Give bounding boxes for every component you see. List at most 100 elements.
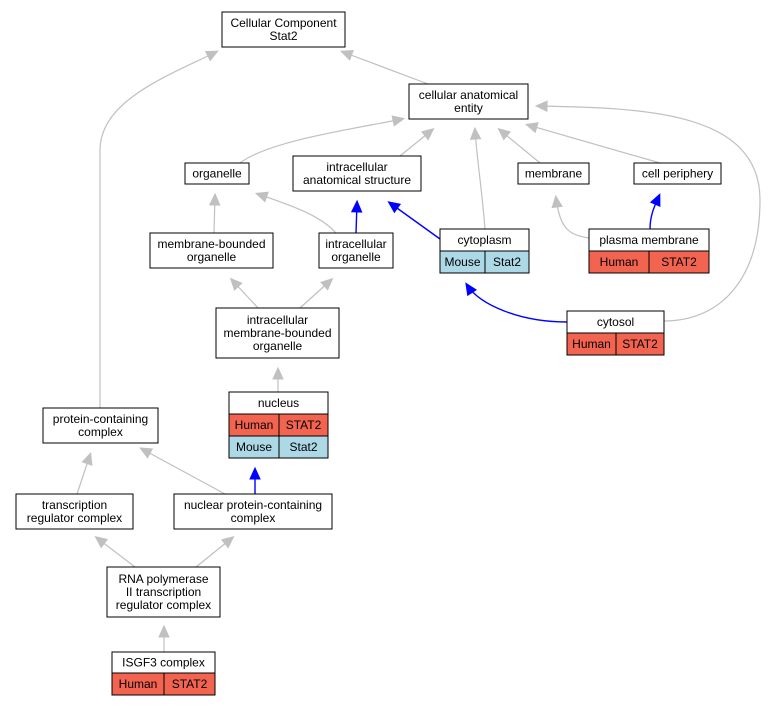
arrowhead-cellular-anatomical-entity bbox=[469, 126, 482, 140]
node-label: complex bbox=[78, 425, 123, 439]
node-label: organelle bbox=[253, 339, 303, 353]
node-label: intracellular bbox=[247, 313, 308, 327]
node-label: membrane-bounded bbox=[223, 326, 331, 340]
arrowhead-intracellular-membrane-bounded-organelle bbox=[272, 366, 284, 380]
edge-cytosol-to-cellular-anatomical-entity bbox=[537, 105, 761, 322]
species-gene: Stat2 bbox=[493, 255, 521, 269]
node-label: membrane bbox=[525, 167, 583, 181]
node-organelle[interactable]: organelle bbox=[184, 162, 250, 185]
node-label: protein-containing bbox=[53, 412, 148, 426]
node-label: organelle bbox=[331, 250, 381, 264]
node-label: cellular anatomical bbox=[419, 88, 518, 102]
node-box bbox=[221, 11, 346, 48]
edge-protein-containing-complex-to-cellular-component bbox=[99, 51, 217, 408]
node-box bbox=[149, 232, 274, 269]
arrowhead-protein-containing-complex bbox=[139, 447, 154, 459]
arrowhead-protein-containing-complex bbox=[81, 451, 93, 466]
node-label: cell periphery bbox=[642, 167, 713, 181]
arrowhead-intracellular-anatomical-structure bbox=[387, 201, 402, 214]
arrowhead-organelle bbox=[254, 191, 269, 203]
edge-cytoplasm-to-cellular-anatomical-entity bbox=[474, 129, 486, 230]
species-organism: Human bbox=[119, 677, 158, 691]
node-box bbox=[15, 493, 134, 530]
arrowhead-cellular-anatomical-entity bbox=[524, 122, 539, 134]
arrowhead-organelle bbox=[208, 192, 221, 206]
node-label: anatomical structure bbox=[303, 173, 411, 187]
edge-cytoplasm-to-intracellular-anatomical-structure bbox=[389, 202, 441, 240]
edge-nuclear-protein-containing-complex-to-protein-containing-complex bbox=[141, 448, 226, 495]
species-gene-cell bbox=[484, 250, 530, 274]
species-gene-cell bbox=[278, 435, 329, 459]
node-label: nuclear protein-containing bbox=[184, 498, 322, 512]
node-box bbox=[633, 162, 722, 185]
arrowhead-membrane-bounded-organelle bbox=[229, 277, 243, 291]
node-label: cytoplasm bbox=[457, 233, 511, 247]
node-box bbox=[106, 566, 221, 618]
node-label: regulator complex bbox=[116, 598, 211, 612]
node-box bbox=[42, 407, 159, 444]
arrowhead-cellular-anatomical-entity bbox=[497, 127, 512, 141]
arrowhead-intracellular-anatomical-structure bbox=[350, 199, 363, 213]
arrowhead-cellular-anatomical-entity bbox=[391, 115, 406, 127]
edge-organelle-to-cellular-anatomical-entity bbox=[239, 118, 403, 164]
species-organism: Human bbox=[572, 337, 611, 351]
arrowhead-intracellular-organelle bbox=[320, 277, 334, 291]
node-label: Cellular Component bbox=[230, 16, 337, 30]
species-organism: Human bbox=[600, 255, 639, 269]
species-gene: STAT2 bbox=[622, 337, 658, 351]
node-label: entity bbox=[454, 101, 483, 115]
node-box bbox=[517, 162, 590, 185]
arrowhead-cytoplasm bbox=[465, 282, 478, 297]
node-label: nucleus bbox=[258, 396, 299, 410]
node-box bbox=[318, 232, 394, 269]
arrowhead-cellular-anatomical-entity bbox=[420, 127, 435, 141]
node-label: membrane-bounded bbox=[157, 237, 265, 251]
node-label: transcription bbox=[42, 498, 107, 512]
arrowhead-cellular-component bbox=[204, 50, 219, 62]
node-label: plasma membrane bbox=[599, 233, 699, 247]
arrowhead-cell-periphery bbox=[649, 193, 661, 208]
species-gene: Stat2 bbox=[289, 440, 317, 454]
node-cell-periphery[interactable]: cell periphery bbox=[633, 162, 722, 185]
node-box bbox=[292, 155, 422, 192]
edge-cellular-anatomical-entity-to-cellular-component bbox=[342, 51, 429, 85]
species-gene: STAT2 bbox=[172, 677, 208, 691]
arrowhead-membrane bbox=[551, 194, 563, 209]
arrowhead-cellular-anatomical-entity bbox=[534, 100, 548, 112]
node-label: Stat2 bbox=[269, 29, 297, 43]
node-label: ISGF3 complex bbox=[122, 656, 205, 670]
node-label: cytosol bbox=[597, 315, 634, 329]
node-label: organelle bbox=[187, 250, 237, 264]
node-box bbox=[215, 307, 340, 359]
species-organism: Human bbox=[235, 418, 274, 432]
arrowhead-transcription-regulator-complex bbox=[94, 536, 109, 549]
arrowhead-nuclear-protein-containing-complex bbox=[220, 535, 235, 549]
node-label: regulator complex bbox=[27, 511, 122, 525]
node-label: II transcription bbox=[126, 585, 201, 599]
species-gene-cell bbox=[163, 672, 216, 696]
edge-cytosol-to-cytoplasm bbox=[466, 284, 568, 323]
node-label: RNA polymerase bbox=[118, 572, 208, 586]
species-gene: STAT2 bbox=[286, 418, 322, 432]
arrowhead-rna-pol-ii-complex bbox=[158, 624, 170, 638]
node-box bbox=[173, 493, 333, 530]
node-membrane[interactable]: membrane bbox=[517, 162, 590, 185]
node-box bbox=[184, 162, 250, 185]
